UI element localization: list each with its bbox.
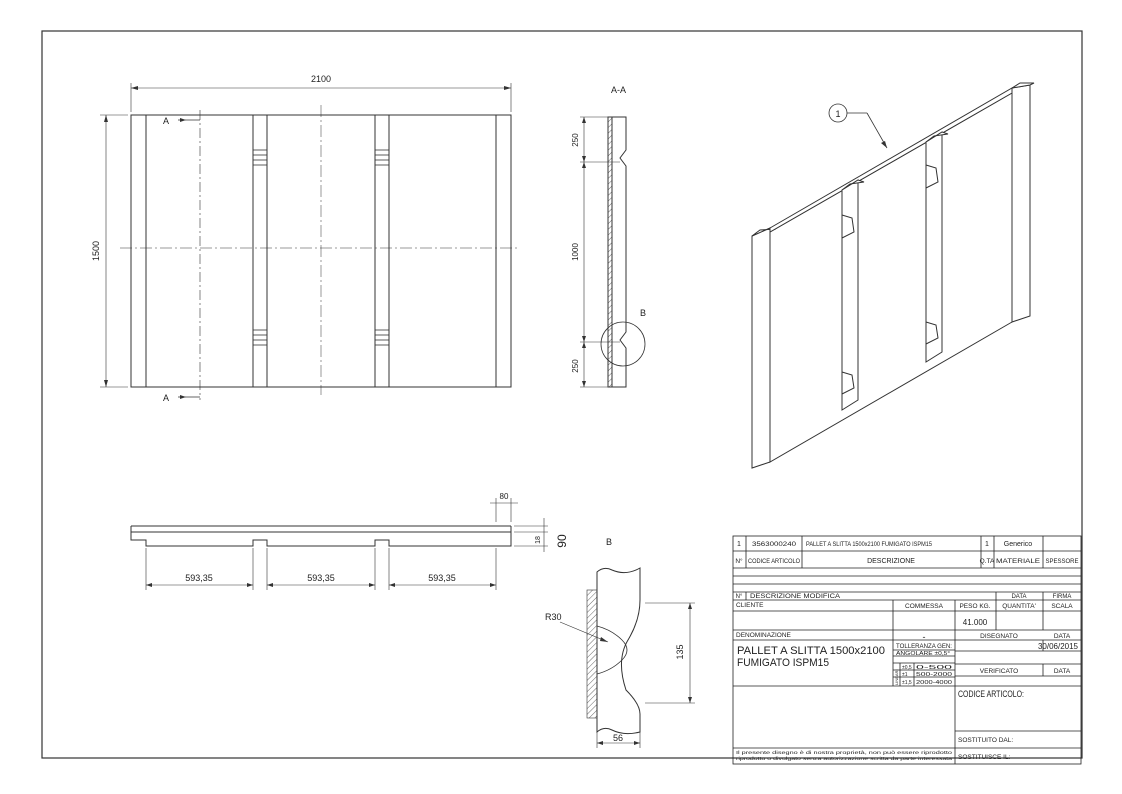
tolerance-label: TOLLERANZA GEN: bbox=[896, 644, 952, 650]
balloon-number: 1 bbox=[835, 109, 840, 119]
row-number: 1 bbox=[737, 541, 741, 548]
article-code-label: CODICE ARTICOLO: bbox=[958, 689, 1024, 699]
detail-marker-b: B bbox=[640, 308, 646, 318]
title-block bbox=[732, 535, 1082, 765]
tolerance-3: ±1,5 bbox=[902, 680, 912, 686]
client-label: CLIENTE bbox=[736, 602, 764, 609]
tolerance-2-range: 500-2000 bbox=[916, 672, 952, 678]
dim-135: 135 bbox=[675, 644, 685, 659]
dim-span-3: 593,35 bbox=[428, 573, 456, 583]
modification-description: DESCRIZIONE MODIFICA bbox=[750, 594, 840, 600]
naming-label: DENOMINAZIONE bbox=[736, 632, 792, 639]
detail-title: B bbox=[606, 537, 612, 547]
modification-no: N° bbox=[736, 594, 743, 600]
tolerance-1-range: 0-500 bbox=[916, 665, 953, 671]
date-label: DATA bbox=[1054, 633, 1071, 640]
section-label-a-top: A bbox=[163, 116, 169, 126]
drawing-name-line-2: FUMIGATO ISPM15 bbox=[737, 657, 829, 669]
dim-56: 56 bbox=[613, 733, 623, 743]
date-value: 30/06/2015 bbox=[1038, 642, 1079, 651]
dim-250-bottom: 250 bbox=[571, 359, 580, 373]
tolerance-1: ±0,5 bbox=[902, 665, 912, 671]
drawing-border bbox=[41, 30, 1083, 759]
drawn-label: DISEGNATO bbox=[980, 633, 1018, 640]
side-view bbox=[130, 498, 548, 590]
disclaimer-line-1: Il presente disegno è di nostra propriet… bbox=[736, 750, 953, 755]
replaces-label: SOSTITUISCE IL: bbox=[958, 754, 1011, 761]
header-no: N° bbox=[735, 557, 743, 565]
dim-overall-height: 1500 bbox=[91, 241, 101, 261]
dim-span-1: 593,35 bbox=[185, 573, 213, 583]
replaced-by-label: SOSTITUITO DAL: bbox=[958, 737, 1013, 744]
header-description: DESCRIZIONE bbox=[867, 558, 915, 565]
section-title: A-A bbox=[611, 85, 626, 95]
dim-board-80: 80 bbox=[500, 492, 509, 501]
section-label-a-bottom: A bbox=[163, 393, 169, 403]
header-material: MATERIALE bbox=[996, 558, 1041, 565]
tolerance-2: ±1 bbox=[902, 672, 908, 678]
detail-b-view bbox=[559, 567, 695, 748]
weight-value: 41.000 bbox=[963, 618, 988, 627]
dim-1000: 1000 bbox=[571, 243, 580, 261]
isometric-view bbox=[751, 82, 1035, 469]
section-view-a-a bbox=[580, 116, 646, 388]
dim-radius: R30 bbox=[545, 612, 562, 622]
scale-label: SCALA bbox=[1051, 603, 1073, 610]
article-code-value: 3563000240 bbox=[752, 542, 797, 548]
modification-signature: FIRMA bbox=[1053, 594, 1072, 600]
verified-label: VERIFICATO bbox=[980, 668, 1018, 675]
linear-tolerance-label: LINEARI bbox=[894, 669, 899, 685]
description-value: PALLET A SLITTA 1500x2100 FUMIGATO ISPM1… bbox=[806, 542, 933, 548]
order-value: - bbox=[923, 632, 926, 642]
modification-date: DATA bbox=[1011, 594, 1026, 600]
dim-height-18: 18 bbox=[535, 536, 542, 544]
dim-height-90: 90 bbox=[555, 534, 569, 548]
plan-view bbox=[100, 83, 520, 400]
verified-date-label: DATA bbox=[1054, 668, 1071, 675]
dim-250-top: 250 bbox=[571, 133, 580, 147]
header-article-code: CODICE ARTICOLO bbox=[748, 558, 800, 565]
dim-span-2: 593,35 bbox=[307, 573, 335, 583]
header-qty: Q.TA bbox=[980, 558, 995, 565]
dim-overall-width: 2100 bbox=[311, 74, 331, 84]
angular-tolerance: ANGOLARE ±0,5° bbox=[896, 651, 950, 657]
header-thickness: SPESSORE bbox=[1046, 558, 1080, 565]
order-label: COMMESSA bbox=[905, 603, 944, 610]
tolerance-3-range: 2000-4000 bbox=[916, 680, 952, 686]
material-value: Generico bbox=[1004, 541, 1033, 548]
weight-label: PESO KG. bbox=[959, 603, 990, 610]
quantity-value: 1 bbox=[985, 541, 989, 548]
quantity-label: QUANTITA' bbox=[1002, 603, 1036, 610]
drawing-name-line-1: PALLET A SLITTA 1500x2100 bbox=[737, 645, 885, 657]
disclaimer-line-2: riprodotto o divulgato senza autorizzazi… bbox=[736, 756, 953, 761]
